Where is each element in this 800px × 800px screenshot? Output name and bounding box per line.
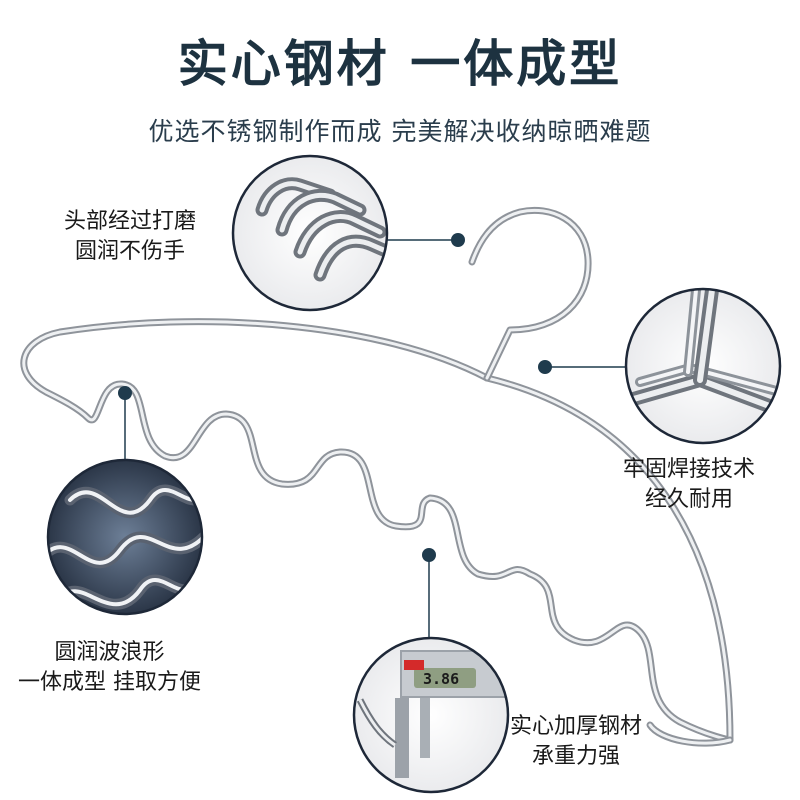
page-subtitle: 优选不锈钢制作而成 完美解决收纳晾晒难题 bbox=[148, 117, 652, 146]
callout-wave-line2: 一体成型 挂取方便 bbox=[18, 670, 201, 695]
callout-dot-solid bbox=[422, 548, 436, 562]
callout-welding: 牢固焊接技术 经久耐用 bbox=[623, 455, 755, 515]
callout-polished-head-line1: 头部经过打磨 bbox=[64, 209, 197, 234]
callout-dot-weld bbox=[538, 360, 552, 374]
callout-wave-line1: 圆润波浪形 bbox=[54, 640, 165, 665]
callout-polished-head-line2: 圆润不伤手 bbox=[75, 239, 186, 264]
callout-welding-line1: 牢固焊接技术 bbox=[623, 457, 756, 482]
page-title: 实心钢材 一体成型 bbox=[177, 35, 623, 93]
zoom-welding bbox=[626, 289, 780, 443]
callout-solid-steel-line1: 实心加厚钢材 bbox=[510, 714, 643, 739]
callout-dot-wave bbox=[118, 386, 132, 400]
zoom-wave bbox=[48, 460, 202, 614]
callout-polished-head: 头部经过打磨 圆润不伤手 bbox=[64, 207, 196, 267]
callout-wave: 圆润波浪形 一体成型 挂取方便 bbox=[18, 638, 201, 698]
callout-connectors bbox=[124, 239, 626, 638]
callout-solid-steel: 实心加厚钢材 承重力强 bbox=[510, 712, 642, 772]
zoom-polished-head bbox=[233, 156, 387, 310]
callout-dot-head bbox=[451, 233, 465, 247]
zoom-caliper bbox=[354, 638, 508, 792]
callout-solid-steel-line2: 承重力强 bbox=[532, 744, 621, 769]
caliper-reading: 3.86 bbox=[423, 670, 460, 688]
callout-welding-line2: 经久耐用 bbox=[645, 487, 734, 512]
hanger-wire bbox=[20, 206, 734, 747]
